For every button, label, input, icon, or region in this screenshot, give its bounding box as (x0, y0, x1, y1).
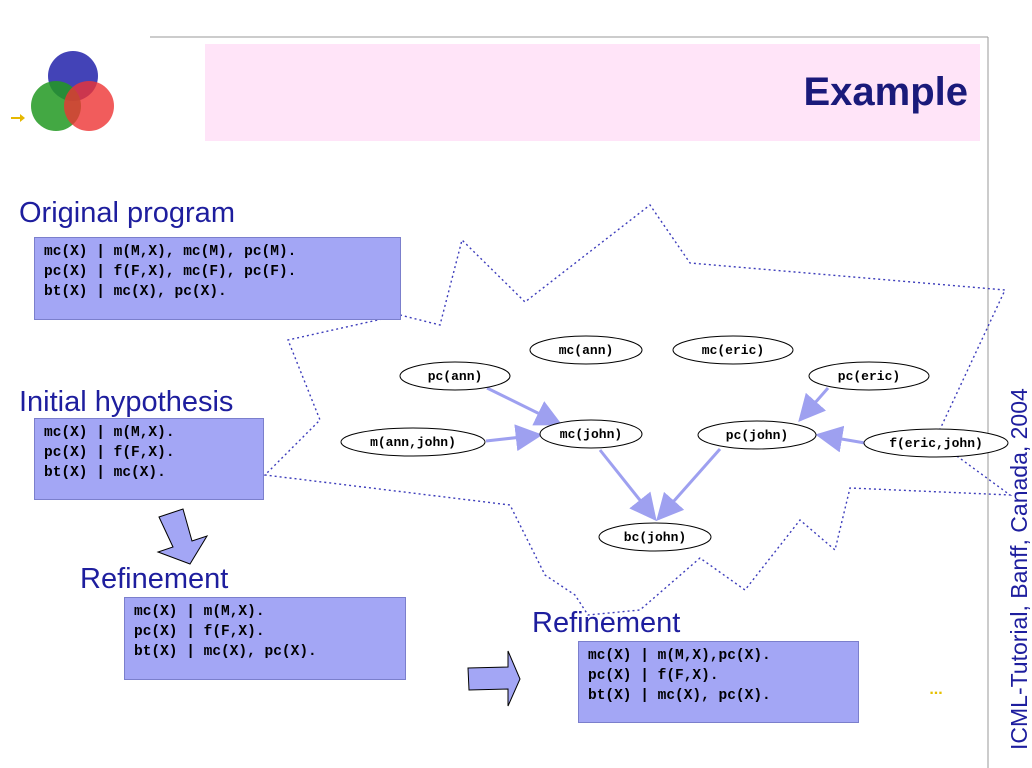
edge-m-ann-john-mc-john (485, 424, 543, 452)
code-line: mc(X) | m(M,X). (44, 425, 175, 441)
graph-node-mc-eric: mc(eric) (672, 335, 794, 365)
code-box-original-program: mc(X) | m(M,X), mc(M), pc(M). pc(X) | f(… (34, 237, 401, 320)
heading-initial-hypothesis: Initial hypothesis (19, 386, 234, 418)
edge-pc-eric-pc-john (798, 387, 830, 423)
node-label: pc(eric) (838, 369, 900, 384)
graph-node-pc-ann: pc(ann) (399, 361, 511, 391)
code-line: pc(X) | f(F,X). (134, 624, 265, 640)
code-line: bt(X) | mc(X), pc(X). (588, 688, 771, 704)
code-line: bt(X) | mc(X), pc(X). (134, 644, 317, 660)
graph-node-pc-eric: pc(eric) (808, 361, 930, 391)
graph-node-mc-john: mc(john) (539, 419, 643, 449)
vertical-credit: ICML-Tutorial, Banff, Canada, 2004 (1006, 388, 1032, 750)
node-label: mc(ann) (559, 343, 614, 358)
code-line: bt(X) | mc(X). (44, 465, 166, 481)
code-line: mc(X) | m(M,X),pc(X). (588, 648, 771, 664)
code-line: mc(X) | m(M,X), mc(M), pc(M). (44, 244, 297, 260)
star-outline (263, 203, 1013, 616)
node-label: mc(john) (560, 427, 622, 442)
heading-refinement-2: Refinement (532, 607, 681, 639)
edge-mc-john-bc-john (598, 449, 657, 522)
graph-edges (485, 386, 866, 522)
code-line: pc(X) | f(F,X). (44, 445, 175, 461)
down-arrow-icon (156, 508, 209, 565)
graph-node-pc-john: pc(john) (697, 420, 817, 450)
code-box-refinement-2: mc(X) | m(M,X),pc(X). pc(X) | f(F,X). bt… (578, 641, 859, 723)
code-line: pc(X) | f(F,X). (588, 668, 719, 684)
graph-node-bc-john: bc(john) (598, 522, 712, 552)
right-arrow-icon (467, 650, 521, 707)
node-label: m(ann,john) (370, 435, 456, 450)
slide-title: Example (803, 70, 968, 114)
graph-node-m-ann-john: m(ann,john) (340, 427, 486, 457)
node-label: pc(ann) (428, 369, 483, 384)
node-label: f(eric,john) (889, 436, 983, 451)
heading-refinement-1: Refinement (80, 563, 229, 595)
code-box-initial-hypothesis: mc(X) | m(M,X). pc(X) | f(F,X). bt(X) | … (34, 418, 264, 500)
code-line: bt(X) | mc(X), pc(X). (44, 284, 227, 300)
node-label: bc(john) (624, 530, 686, 545)
graph-node-mc-ann: mc(ann) (529, 335, 643, 365)
heading-original-program: Original program (19, 197, 235, 229)
edge-pc-ann-mc-john (486, 386, 563, 426)
code-line: pc(X) | f(F,X), mc(F), pc(F). (44, 264, 297, 280)
code-line: mc(X) | m(M,X). (134, 604, 265, 620)
edge-pc-john-bc-john (656, 448, 722, 522)
continuation-dots: ... (929, 681, 942, 698)
graph-node-f-eric-john: f(eric,john) (863, 428, 1009, 458)
logo-circles-icon (31, 51, 114, 131)
edge-f-eric-john-pc-john (815, 425, 866, 453)
small-arrow-icon (11, 114, 25, 122)
header-bar: Example (205, 44, 980, 141)
node-label: mc(eric) (702, 343, 764, 358)
code-box-refinement-1: mc(X) | m(M,X). pc(X) | f(F,X). bt(X) | … (124, 597, 406, 680)
node-label: pc(john) (726, 428, 788, 443)
